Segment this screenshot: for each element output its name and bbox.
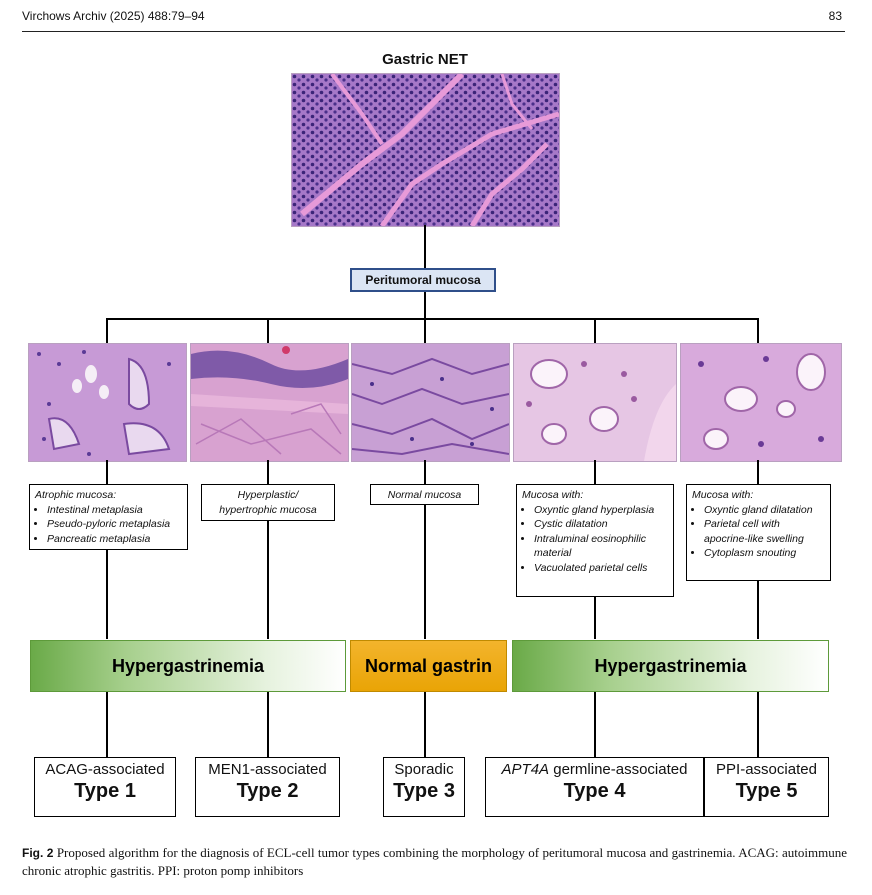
connector-line [106,692,108,757]
connector-line [267,520,269,639]
type2-box: MEN1-associated Type 2 [195,757,340,817]
description-item: Intestinal metaplasia [47,503,182,518]
description-heading: Hyperplastic/ hypertrophic mucosa [219,489,317,516]
type4-mucosa-description: Mucosa with: Oxyntic gland hyperplasia C… [516,484,674,597]
figure-title: Gastric NET [382,51,468,68]
type-association: PPI-associated [716,761,817,778]
header-rule [22,31,845,32]
description-item: Parietal cell with apocrine-like swellin… [704,517,825,546]
type-association: MEN1-associated [208,761,327,778]
type-label: Type 1 [74,780,136,802]
connector-line [424,692,426,757]
caption-label: Fig. 2 [22,846,54,860]
type1-box: ACAG-associated Type 1 [34,757,176,817]
description-item: Oxyntic gland hyperplasia [534,503,668,518]
normal-gastrin-bar: Normal gastrin [350,640,507,692]
description-heading: Atrophic mucosa: [35,489,117,501]
description-heading: Mucosa with: [522,489,584,501]
page-number: 83 [828,9,842,23]
description-item: Cytoplasm snouting [704,546,825,561]
connector-line [757,460,759,484]
connector-line [594,596,596,639]
hypergastrinemia-bar: Hypergastrinemia [512,640,829,692]
journal-citation: Virchows Archiv (2025) 488:79–94 [22,9,205,23]
description-item: Vacuolated parietal cells [534,561,668,576]
connector-line [424,292,426,319]
description-item: Oxyntic gland dilatation [704,503,825,518]
oxyntic-dilatation-histology-image [680,343,842,462]
connector-line [594,460,596,484]
hyperplastic-mucosa-description: Hyperplastic/ hypertrophic mucosa [201,484,335,521]
connector-line [106,460,108,484]
description-item: Pseudo-pyloric metaplasia [47,517,182,532]
connector-line [757,692,759,757]
type5-box: PPI-associated Type 5 [704,757,829,817]
connector-line [267,460,269,484]
type-label: Type 5 [735,780,798,802]
figure-caption: Fig. 2 Proposed algorithm for the diagno… [22,844,847,879]
type-label: Type 2 [236,780,299,802]
connector-line [594,318,596,343]
hypergastrinemia-bar: Hypergastrinemia [30,640,346,692]
description-heading: Mucosa with: [692,489,754,501]
connector-line [424,225,426,268]
type-association-suffix: germline-associated [549,761,688,778]
type-association: Sporadic [394,761,454,778]
description-item: Pancreatic metaplasia [47,532,182,547]
connector-line [267,692,269,757]
gastric-net-histology-image [291,73,560,227]
connector-line [594,692,596,757]
description-item: Cystic dilatation [534,517,668,532]
peritumoral-mucosa-box: Peritumoral mucosa [350,268,496,292]
type-association: APT4A germline-associated [486,761,703,778]
connector-line [106,318,759,320]
caption-text: Proposed algorithm for the diagnosis of … [22,845,848,878]
atrophic-mucosa-description: Atrophic mucosa: Intestinal metaplasia P… [29,484,188,550]
connector-line [757,318,759,343]
hyperplastic-mucosa-histology-image [190,343,349,462]
connector-line [757,580,759,639]
connector-line [106,318,108,343]
type4-box: APT4A germline-associated Type 4 [485,757,704,817]
type5-mucosa-description: Mucosa with: Oxyntic gland dilatation Pa… [686,484,831,581]
description-item: Intraluminal eosinophilic material [534,532,668,561]
type3-box: Sporadic Type 3 [383,757,465,817]
atrophic-mucosa-histology-image [28,343,187,462]
oxyntic-hyperplasia-histology-image [513,343,677,462]
connector-line [267,318,269,343]
connector-line [424,504,426,639]
connector-line [424,460,426,484]
connector-line [424,318,426,343]
normal-mucosa-description: Normal mucosa [370,484,479,505]
normal-mucosa-histology-image [351,343,510,462]
type-label: Type 4 [563,780,626,802]
type-label: Type 3 [393,780,455,802]
connector-line [106,549,108,639]
type-association: ACAG-associated [45,761,165,778]
description-heading: Normal mucosa [387,489,462,501]
gene-name: APT4A [501,761,550,778]
